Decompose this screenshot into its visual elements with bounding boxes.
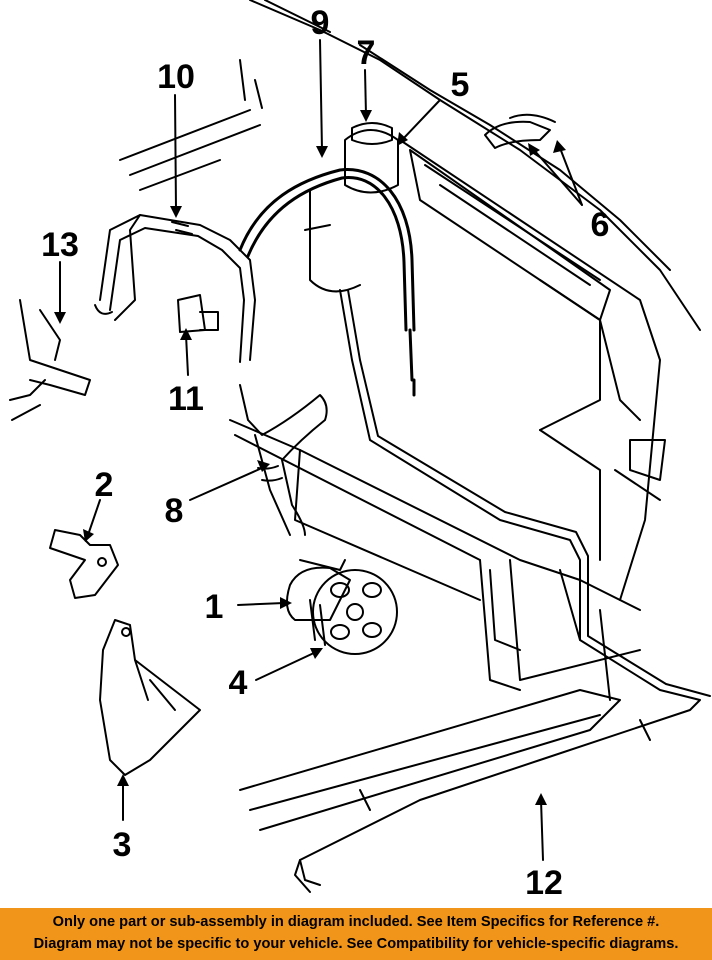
clamp-part [177,294,219,333]
chassis-rails [229,419,641,701]
callout-2: 2 [95,466,114,504]
hood-outline [119,0,701,331]
callout-4: 4 [229,664,248,702]
callout-5: 5 [451,66,470,104]
disclaimer-banner: Only one part or sub-assembly in diagram… [0,908,712,960]
callout-13: 13 [41,226,79,264]
callout-7: 7 [357,34,376,72]
callout-labels: 9 7 5 10 6 13 11 2 8 1 4 3 12 [41,4,609,902]
radiator-housing [399,139,666,601]
callout-3: 3 [113,826,132,864]
crossmember [239,689,651,831]
callout-11: 11 [168,380,204,418]
parts-diagram: 9 7 5 10 6 13 11 2 8 1 4 3 12 [9,0,711,902]
bracket-13 [9,299,91,421]
callout-6: 6 [591,206,610,244]
callout-10: 10 [157,58,195,96]
return-line [94,214,256,363]
cover-3 [99,619,201,776]
bracket-2 [49,529,119,599]
callout-9: 9 [311,4,330,42]
callout-1: 1 [205,588,224,626]
disclaimer-line-1: Only one part or sub-assembly in diagram… [52,914,660,930]
leader-lines [59,39,583,861]
disclaimer-line-2: Diagram may not be specific to your vehi… [33,936,679,952]
callout-12: 12 [525,864,563,902]
cooler-line [294,289,711,893]
clips-6 [484,113,556,149]
power-steering-pump [285,559,398,655]
arrowheads [54,110,566,805]
pressure-hose [238,168,416,397]
callout-8: 8 [165,492,184,530]
fluid-reservoir [304,122,399,293]
